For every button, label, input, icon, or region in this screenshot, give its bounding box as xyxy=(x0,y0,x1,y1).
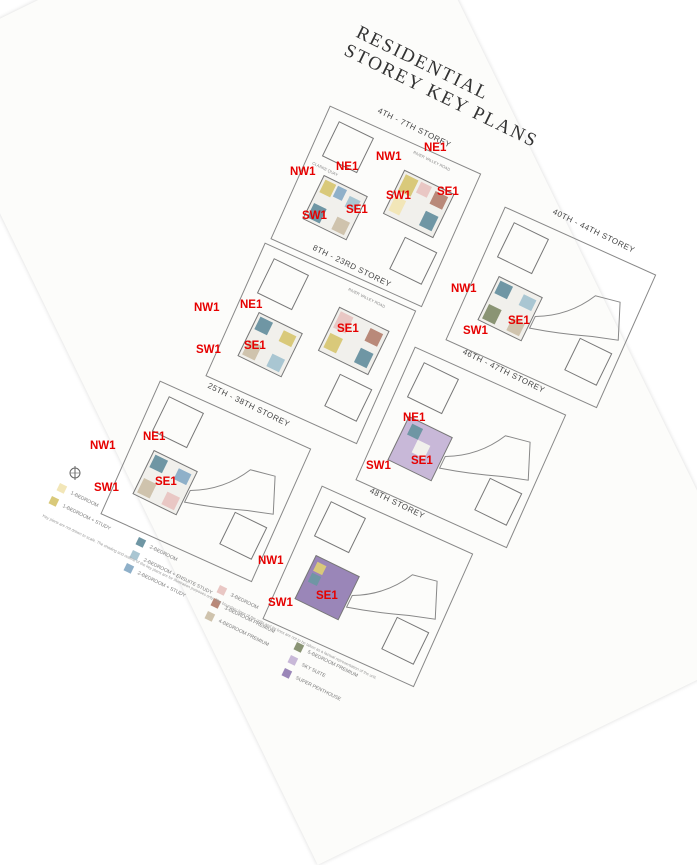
key-plan-4th-7th: 4TH - 7TH STOREY RIVER VALLEY ROAD CLARK… xyxy=(238,95,537,385)
unit-label-sw1: SW1 xyxy=(302,210,327,222)
unit-label-nw1: NW1 xyxy=(90,440,116,452)
unit-label-se1: SE1 xyxy=(244,340,266,352)
site-outline xyxy=(270,105,482,308)
unit-label-ne1: NE1 xyxy=(403,412,426,424)
key-plan-40th-44th: 40TH - 44TH STOREY xyxy=(413,196,697,486)
site-outline xyxy=(262,485,474,688)
unit-label-ne1: NE1 xyxy=(143,431,166,443)
unit-label-ne1: NE1 xyxy=(336,161,359,173)
unit-label-sw1: SW1 xyxy=(463,325,488,337)
unit-label-nw1-b: NW1 xyxy=(376,151,402,163)
unit-label-se1-b: SE1 xyxy=(437,186,459,198)
unit-label-sw1: SW1 xyxy=(268,597,293,609)
unit-label-nw1: NW1 xyxy=(258,555,284,567)
key-plan-48th: 48TH STOREY xyxy=(230,475,529,765)
unit-label-nw1: NW1 xyxy=(451,283,477,295)
unit-label-sw1: SW1 xyxy=(366,460,391,472)
unit-label-sw1-b: SW1 xyxy=(386,190,411,202)
unit-label-se1-b: SE1 xyxy=(337,323,359,335)
site-outline xyxy=(205,242,417,445)
key-plan-8th-23rd: 8TH - 23RD STOREY RIVER VALLEY ROAD xyxy=(173,232,472,522)
unit-label-nw1: NW1 xyxy=(290,166,316,178)
site-outline xyxy=(100,380,312,583)
unit-label-se1: SE1 xyxy=(508,315,530,327)
unit-label-sw1: SW1 xyxy=(94,482,119,494)
brochure-page: RESIDENTIAL STOREY KEY PLANS 4TH - 7TH S… xyxy=(41,22,697,703)
site-outline xyxy=(355,346,567,549)
unit-label-nw1: NW1 xyxy=(194,302,220,314)
legend-swatch xyxy=(48,496,60,507)
unit-label-sw1: SW1 xyxy=(196,344,221,356)
unit-label-se1: SE1 xyxy=(346,204,368,216)
unit-label-ne1-b: NE1 xyxy=(424,142,447,154)
unit-label-ne1: NE1 xyxy=(240,299,263,311)
unit-label-se1: SE1 xyxy=(411,455,433,467)
unit-label-se1: SE1 xyxy=(316,590,338,602)
site-outline xyxy=(445,206,657,409)
key-plan-46th-47th: 46TH - 47TH STOREY xyxy=(323,336,622,626)
legend-swatch xyxy=(56,483,68,494)
unit-label-se1: SE1 xyxy=(155,476,177,488)
key-plan-25th-38th: 25TH - 38TH STOREY xyxy=(68,370,367,660)
compass-icon xyxy=(69,466,81,480)
